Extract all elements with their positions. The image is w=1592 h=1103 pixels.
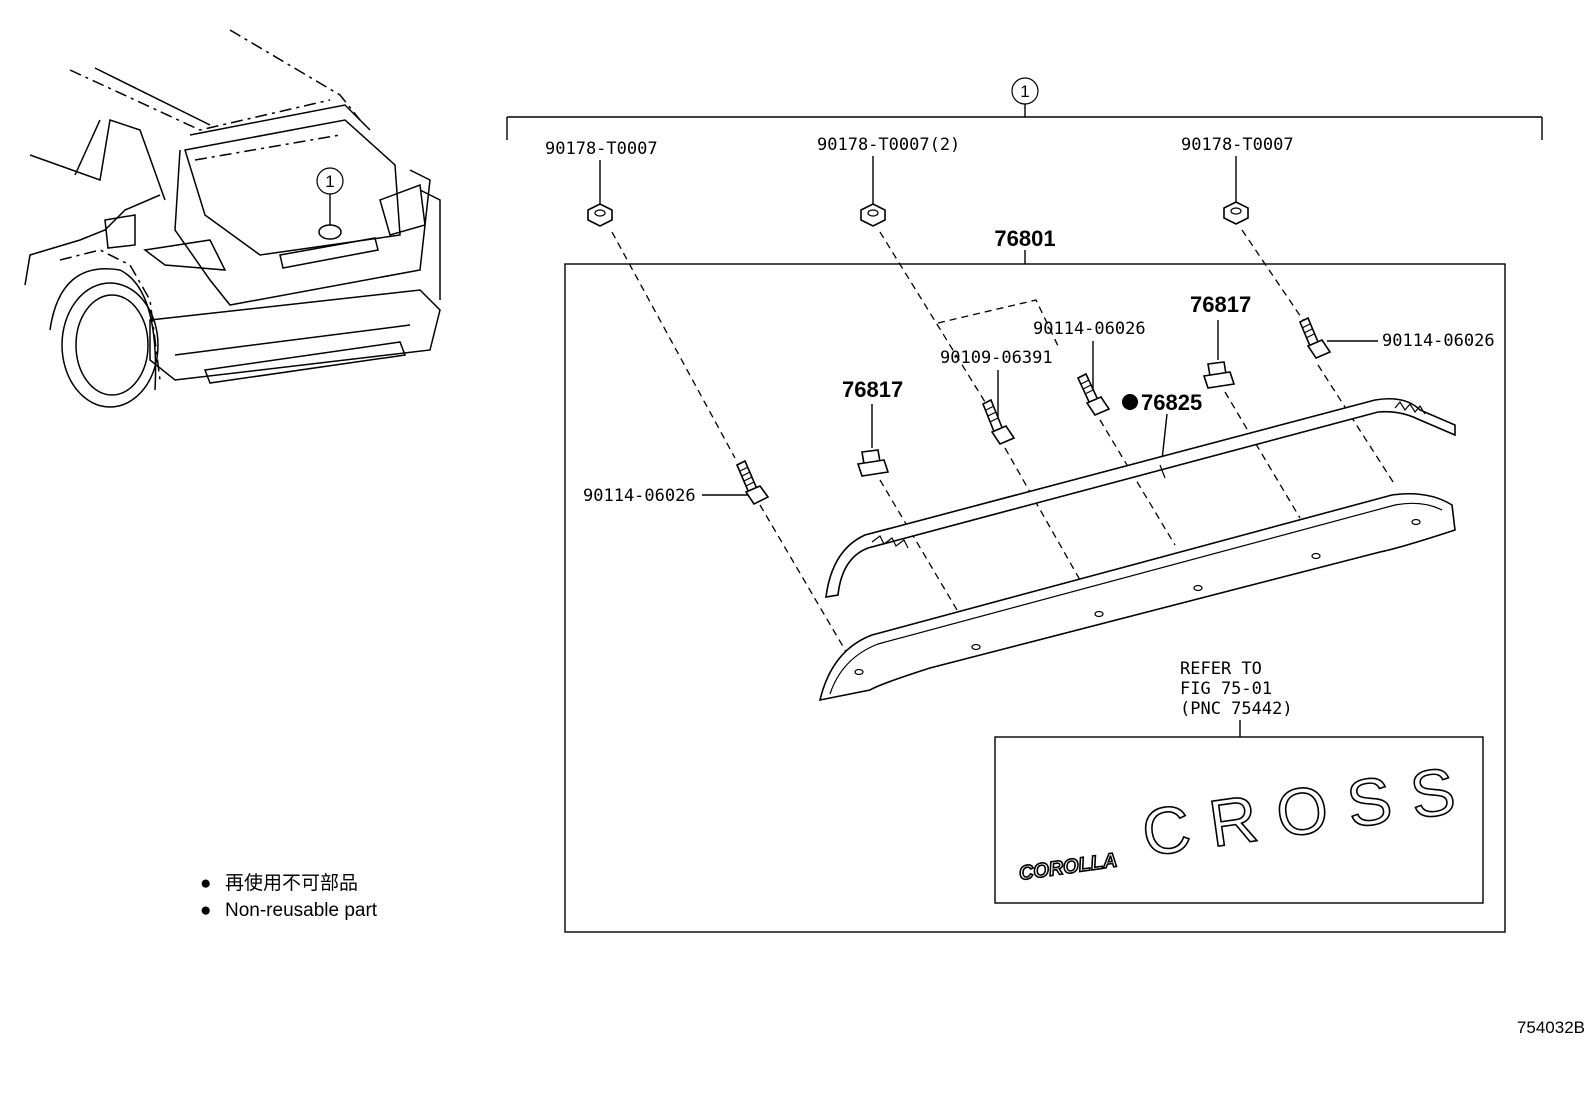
bolt-90109 xyxy=(981,398,1016,445)
legend: ● 再使用不可部品 ● Non-reusable part xyxy=(200,872,378,921)
nut-right xyxy=(1223,201,1249,225)
label-stud-left: 90114-06026 xyxy=(583,486,696,506)
figure-id: 754032B xyxy=(1517,1018,1585,1037)
assembly-marker: 1 xyxy=(1020,82,1029,101)
car-callout-label: 1 xyxy=(325,172,334,191)
clip-left xyxy=(856,449,890,477)
stud-center xyxy=(1076,372,1111,416)
nut-left xyxy=(587,203,613,227)
emblem-nameplate: COROLLA CROSS xyxy=(1017,749,1480,885)
back-door-garnish-panel xyxy=(818,492,1456,702)
non-reusable-bullet xyxy=(1122,394,1138,410)
label-clip-right: 76817 xyxy=(1190,292,1251,317)
garnish-seal-76825 xyxy=(825,397,1456,598)
emblem-large-text: CROSS xyxy=(1138,750,1480,870)
stud-right xyxy=(1298,316,1332,359)
assembly-marker-circle xyxy=(1011,77,1039,105)
label-nut-right: 90178-T0007 xyxy=(1181,135,1294,155)
label-nut-mid: 90178-T0007(2) xyxy=(817,135,960,155)
legend-text-jp: 再使用不可部品 xyxy=(225,872,358,894)
label-stud-right: 90114-06026 xyxy=(1382,331,1495,351)
label-76801: 76801 xyxy=(994,226,1055,251)
refer-line-2: FIG 75-01 xyxy=(1180,679,1272,699)
vehicle-rear-view xyxy=(24,29,441,408)
refer-line-1: REFER TO xyxy=(1180,659,1262,679)
refer-line-3: (PNC 75442) xyxy=(1180,699,1293,719)
label-stud-center: 90114-06026 xyxy=(1033,319,1146,339)
assembly-bracket xyxy=(506,77,1543,140)
emblem-box xyxy=(994,736,1484,904)
legend-text-en: Non-reusable part xyxy=(225,900,378,921)
nut-mid xyxy=(860,203,886,227)
legend-bullet-2: ● xyxy=(200,900,211,921)
label-bolt: 90109-06391 xyxy=(940,348,1053,368)
legend-bullet-1: ● xyxy=(200,873,211,894)
emblem-small-text: COROLLA xyxy=(1018,849,1119,885)
garnish-assembly-box xyxy=(564,263,1506,933)
label-nut-left: 90178-T0007 xyxy=(545,139,658,159)
stud-left xyxy=(735,459,770,506)
clip-right xyxy=(1202,361,1236,389)
label-seal: 76825 xyxy=(1141,390,1202,415)
label-clip-left: 76817 xyxy=(842,377,903,402)
